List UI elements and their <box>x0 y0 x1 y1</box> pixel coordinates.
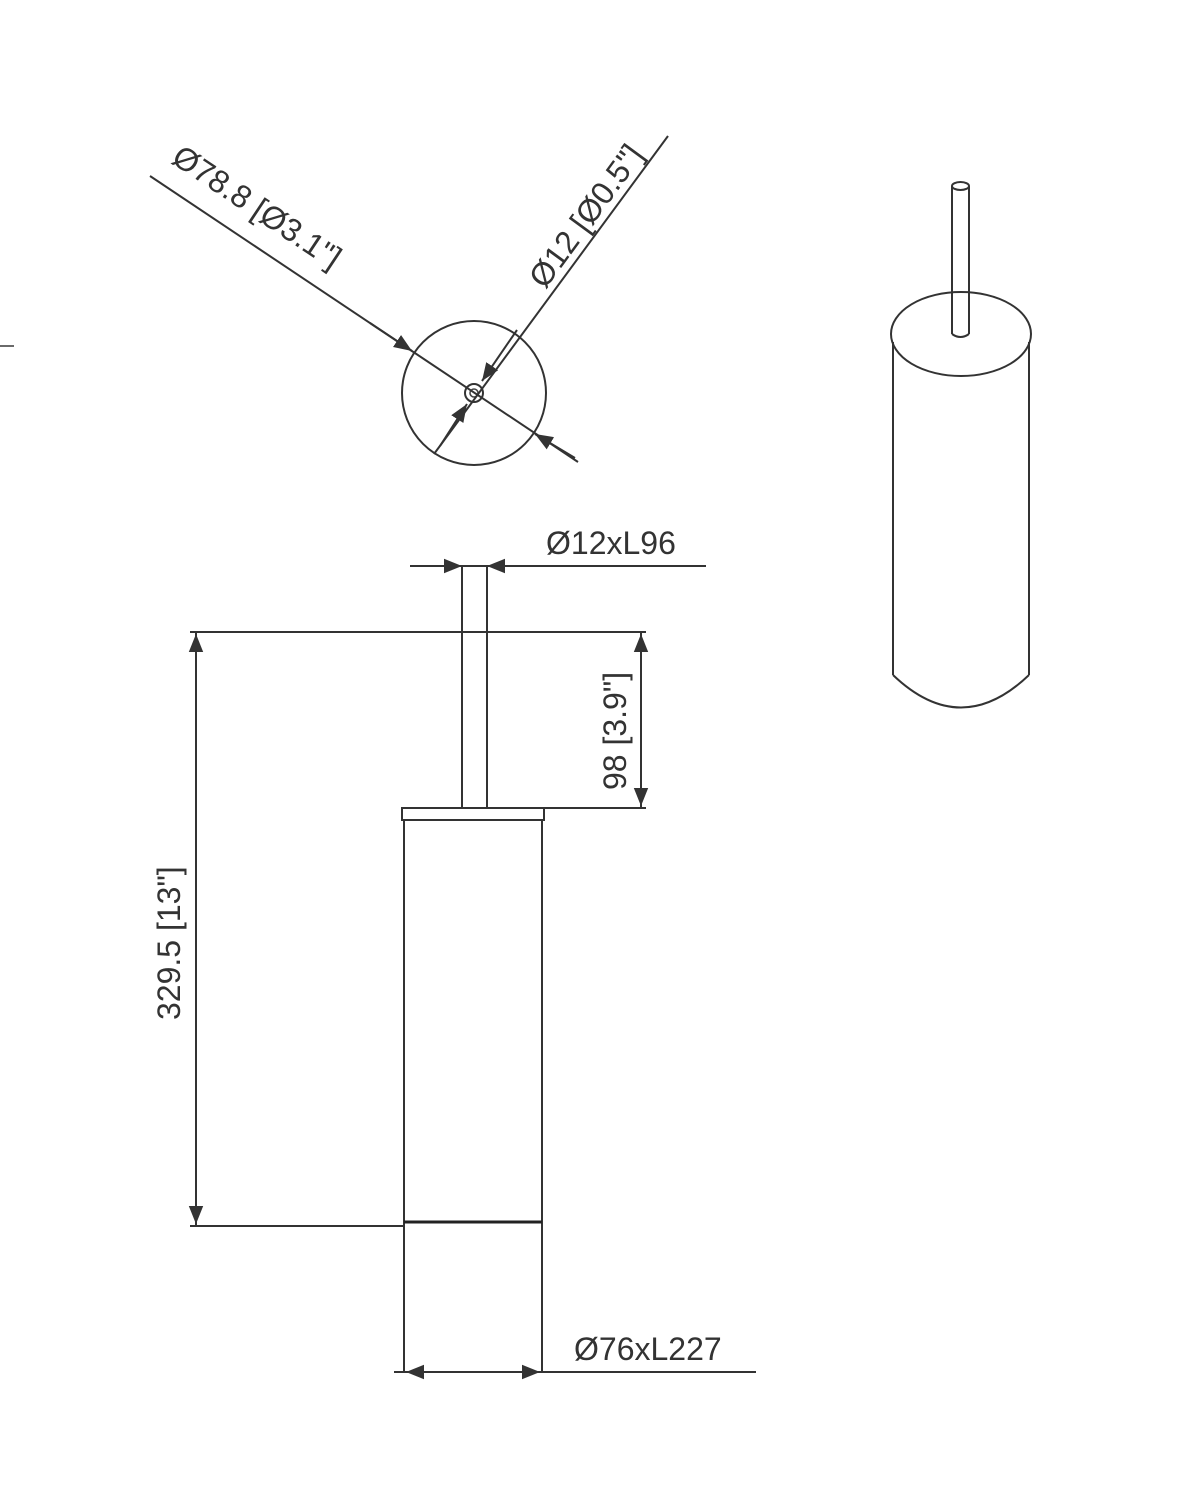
handle-height-label: 98 [3.9"] <box>597 672 633 790</box>
perspective-handle-base <box>951 333 970 338</box>
perspective-view <box>890 181 1032 709</box>
perspective-lid <box>890 291 1032 377</box>
overall-height-label: 329.5 [13"] <box>151 866 187 1020</box>
top-view: Ø78.8 [Ø3.1"] Ø12 [Ø0.5"] <box>0 135 669 466</box>
outer-diameter-arrow-b <box>534 433 576 459</box>
perspective-handle-top <box>951 181 970 191</box>
outer-diameter-arrow-a <box>369 322 413 352</box>
perspective-body-bottom <box>892 674 1030 709</box>
outer-diameter-label: Ø78.8 [Ø3.1"] <box>166 138 348 276</box>
handle-diameter-arrow-a <box>481 329 518 382</box>
top-view-handle-circle <box>464 383 484 403</box>
top-view-outer-circle <box>401 320 547 466</box>
handle-diameter-arrow-b <box>439 403 468 447</box>
handle-spec-label: Ø12xL96 <box>546 525 676 561</box>
body-spec-label: Ø76xL227 <box>574 1331 722 1367</box>
front-lid <box>401 807 545 821</box>
handle-diameter-label: Ø12 [Ø0.5"] <box>522 138 650 295</box>
front-view: Ø12xL96 98 [3.9"] 329.5 [13"] Ø76xL227 <box>151 525 756 1380</box>
outer-diameter-leader <box>149 175 579 463</box>
handle-diameter-leader <box>433 135 669 455</box>
